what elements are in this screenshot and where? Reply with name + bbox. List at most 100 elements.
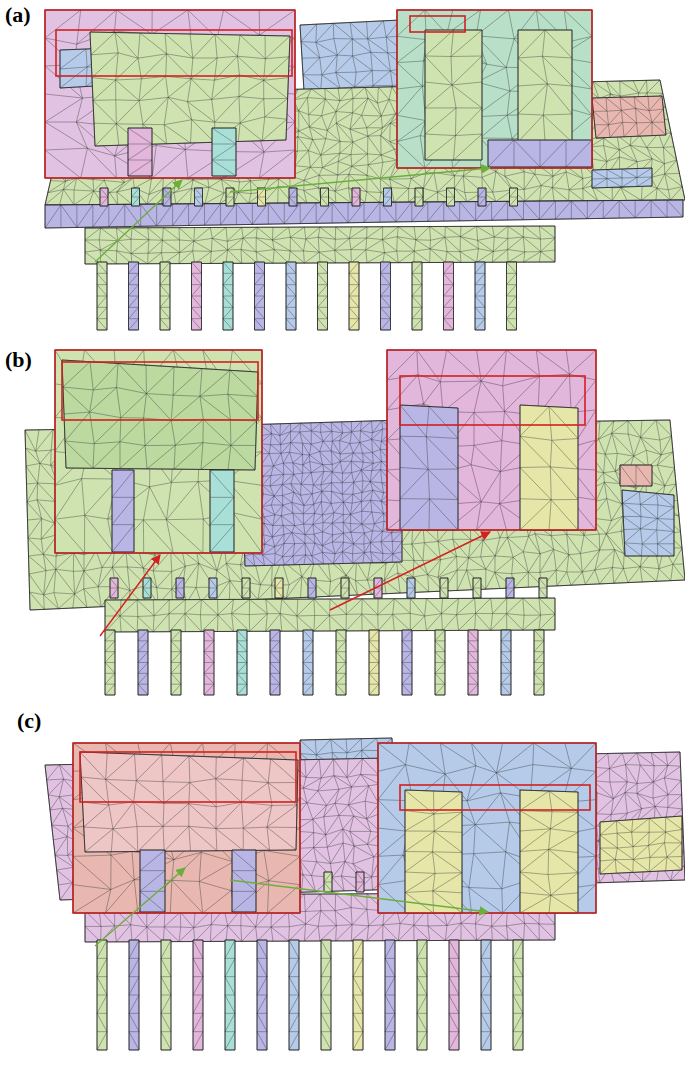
header-pin bbox=[192, 262, 202, 330]
header-bar-edges bbox=[105, 598, 555, 632]
header-pin-edges bbox=[534, 630, 544, 695]
header-pin bbox=[138, 630, 148, 695]
header-pin-edges bbox=[97, 262, 107, 330]
solder-post-edges bbox=[226, 188, 234, 206]
solder-post-edges bbox=[447, 188, 455, 206]
inset-component bbox=[90, 32, 290, 146]
pointer-arrow bbox=[95, 868, 185, 946]
inset-mesh bbox=[397, 10, 592, 168]
header-bar bbox=[85, 226, 555, 264]
highlight-box bbox=[80, 752, 296, 802]
header-pin bbox=[204, 630, 214, 695]
highlight-box bbox=[400, 785, 590, 810]
header-pin bbox=[289, 940, 299, 1050]
header-pin bbox=[417, 940, 427, 1050]
solder-post-edges bbox=[143, 578, 151, 598]
inset-component bbox=[140, 850, 165, 912]
header-pin-edges bbox=[412, 262, 422, 330]
solder-post bbox=[132, 188, 140, 206]
header-pin-edges bbox=[257, 940, 267, 1050]
inset-component-edges bbox=[140, 850, 165, 912]
solder-post-edges bbox=[100, 188, 108, 206]
zoom-inset bbox=[55, 350, 262, 553]
inset-frame bbox=[55, 350, 262, 553]
header-pin-edges bbox=[321, 940, 331, 1050]
inset-component-edges bbox=[62, 360, 258, 470]
inset-mesh bbox=[45, 10, 295, 178]
solder-post bbox=[321, 188, 329, 206]
header-pin-edges bbox=[171, 630, 181, 695]
panel-label-holder: (c) bbox=[16, 708, 42, 734]
solder-post bbox=[226, 188, 234, 206]
solder-post-edges bbox=[539, 578, 547, 598]
header-pin bbox=[286, 262, 296, 330]
solder-post-edges bbox=[478, 188, 486, 206]
header-pin-edges bbox=[353, 940, 363, 1050]
inset-component bbox=[520, 790, 578, 913]
header-pin bbox=[129, 262, 139, 330]
header-pin bbox=[237, 630, 247, 695]
solder-post bbox=[539, 578, 547, 598]
solder-post-edges bbox=[242, 578, 250, 598]
header-pin bbox=[105, 630, 115, 695]
side-component-edges bbox=[622, 490, 674, 556]
highlight-box bbox=[56, 30, 292, 76]
solder-post-edges bbox=[356, 872, 364, 892]
header-pin-edges bbox=[270, 630, 280, 695]
inset-mesh-edges bbox=[55, 350, 262, 553]
inset-component-edges bbox=[400, 405, 458, 530]
header-pin-edges bbox=[475, 262, 485, 330]
header-pin bbox=[468, 630, 478, 695]
header-pin-edges bbox=[417, 940, 427, 1050]
inset-component bbox=[520, 405, 578, 530]
inset-component bbox=[210, 470, 234, 552]
inset-component bbox=[518, 30, 572, 142]
side-component bbox=[620, 465, 652, 486]
inset-frame bbox=[397, 10, 592, 168]
side-component bbox=[622, 490, 674, 556]
solder-post-edges bbox=[195, 188, 203, 206]
header-pin-edges bbox=[468, 630, 478, 695]
header-pin-edges bbox=[161, 940, 171, 1050]
pointer-arrow bbox=[230, 880, 488, 912]
solder-post bbox=[242, 578, 250, 598]
header-pin bbox=[501, 630, 511, 695]
solder-post-edges bbox=[132, 188, 140, 206]
solder-post bbox=[440, 578, 448, 598]
header-pin bbox=[129, 940, 139, 1050]
zoom-inset bbox=[387, 350, 596, 530]
header-pin-edges bbox=[138, 630, 148, 695]
side-component-edges bbox=[600, 816, 682, 874]
inset-component-edges bbox=[520, 405, 578, 530]
header-pin-edges bbox=[97, 940, 107, 1050]
side-component-edges bbox=[620, 465, 652, 486]
header-pin bbox=[444, 262, 454, 330]
inset-mesh-edges bbox=[45, 10, 295, 178]
inset-component-edges bbox=[112, 470, 134, 552]
solder-post-edges bbox=[275, 578, 283, 598]
inset-mesh-edges bbox=[378, 743, 596, 913]
solder-post-edges bbox=[258, 188, 266, 206]
side-component-edges bbox=[592, 96, 666, 138]
header-pin bbox=[369, 630, 379, 695]
header-pin bbox=[435, 630, 445, 695]
inset-component-edges bbox=[90, 32, 290, 146]
solder-post-edges bbox=[352, 188, 360, 206]
panel-label: (c) bbox=[16, 708, 42, 733]
solder-post bbox=[415, 188, 423, 206]
header-pin bbox=[534, 630, 544, 695]
inset-component bbox=[425, 30, 482, 160]
solder-post bbox=[275, 578, 283, 598]
header-pin bbox=[321, 940, 331, 1050]
solder-post bbox=[209, 578, 217, 598]
header-pin-edges bbox=[369, 630, 379, 695]
solder-post bbox=[289, 188, 297, 206]
inset-mesh-edges bbox=[387, 350, 596, 530]
solder-post bbox=[447, 188, 455, 206]
board-edge bbox=[45, 200, 683, 228]
solder-post-edges bbox=[324, 872, 332, 892]
solder-post bbox=[110, 578, 118, 598]
solder-post bbox=[258, 188, 266, 206]
solder-post bbox=[308, 578, 316, 598]
